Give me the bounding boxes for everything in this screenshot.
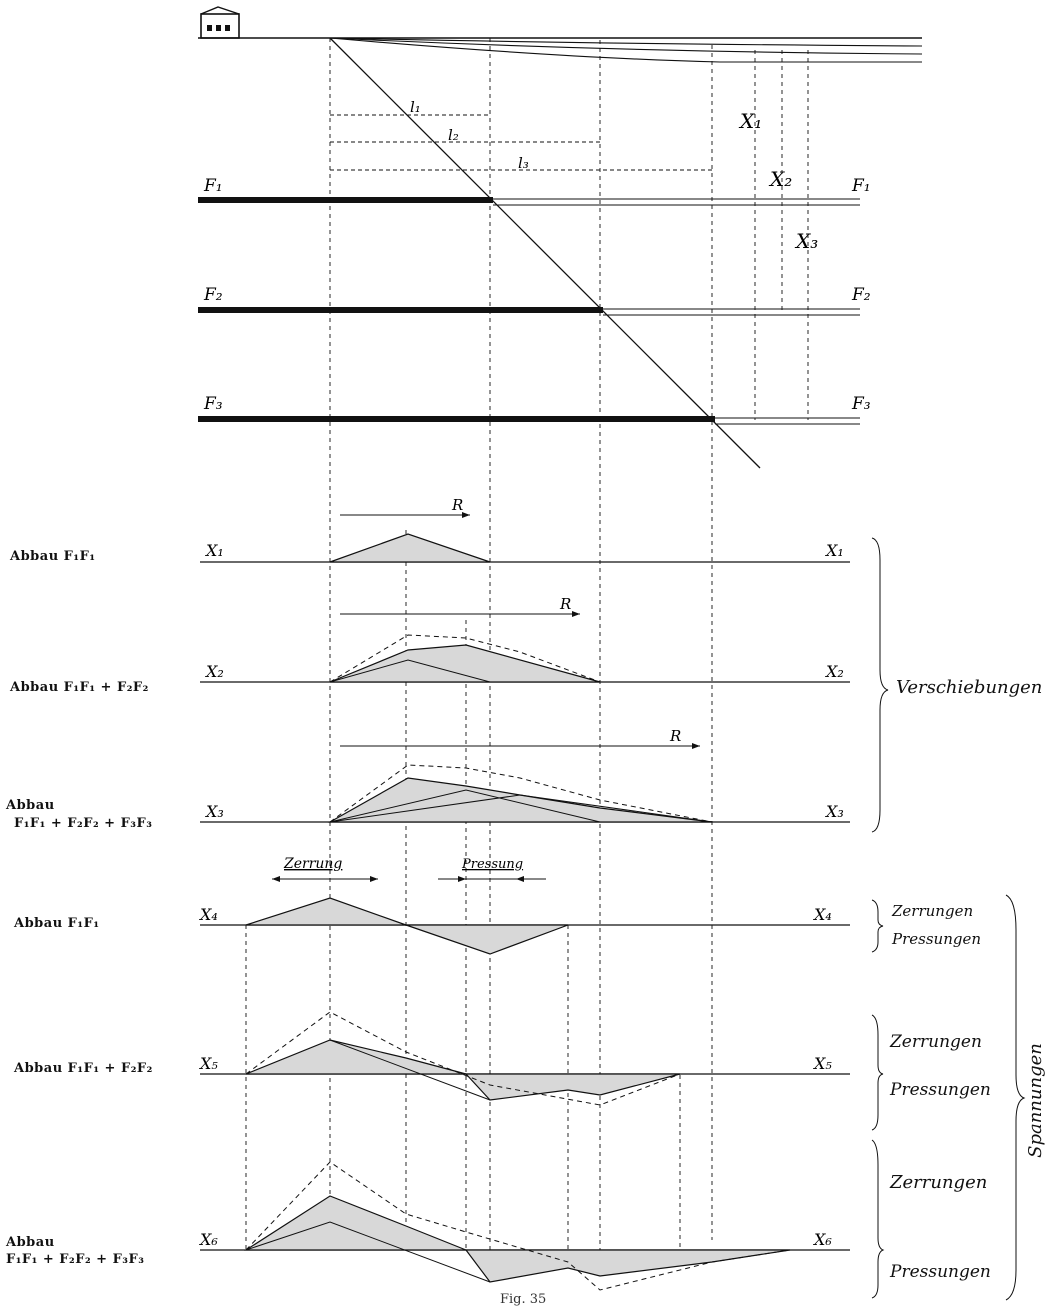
stress-diagram-6-compression [464,1249,791,1283]
axis-label-x2-right: X₂ [824,662,844,681]
stress-diagram-5-tension [245,1039,467,1075]
seam-f1 [198,197,860,206]
axis-label-x5-left: X₅ [198,1054,218,1073]
axis-label-x1-left: X₁ [204,541,224,560]
shift-diagram-2 [329,644,601,683]
building-icon [200,6,240,39]
dim-label-x1: X₁ [738,109,762,133]
axis-label-x3-left: X₃ [204,802,224,821]
pressungen-label-6: Pressungen [890,1262,991,1282]
row-label-6a: Abbau [6,1235,55,1250]
dim-label-x2: X₂ [768,167,792,191]
stress-diagram-4-compression [405,924,569,955]
dimension-lines [330,114,712,171]
pressungen-label-4: Pressungen [892,930,981,948]
shift-brace [871,537,889,833]
figure-caption: Fig. 35 [500,1292,547,1307]
stress-diagram-6-tension [243,1195,467,1251]
shift-diagram-3 [327,777,713,823]
seam-label-f3-left: F₃ [203,394,223,414]
dim-label-l3: l₃ [518,154,529,172]
pressung-label: Pressung [461,857,523,872]
brace-4 [871,899,884,953]
shift-diagram-1 [329,533,491,563]
r-label-3: R [669,727,681,745]
dim-label-l1: l₁ [410,98,421,116]
row-label-2: Abbau F₁F₁ + F₂F₂ [10,680,149,695]
row-label-3b: F₁F₁ + F₂F₂ + F₃F₃ [14,816,153,831]
spannungen-label: Spannungen [1024,1043,1046,1158]
zerrungen-label-4: Zerrungen [892,902,974,920]
stress-brace [1005,894,1026,1301]
seam-label-f1-right: F₁ [851,176,871,196]
zerrungen-label-6: Zerrungen [890,1172,988,1193]
axis-label-x2-left: X₂ [204,662,224,681]
axis-label-x4-left: X₄ [198,905,218,924]
surface-lines [198,37,923,469]
brace-5 [871,1014,884,1131]
axis-label-x1-right: X₁ [824,541,844,560]
row-label-4: Abbau F₁F₁ [14,916,100,931]
axis-label-x5-right: X₅ [812,1054,832,1073]
row-label-3a: Abbau [6,798,55,813]
stress-diagram-6-dashed [245,1161,791,1291]
row-label-6b: F₁F₁ + F₂F₂ + F₃F₃ [6,1252,145,1267]
shift-diagram-3-dashed [329,764,713,823]
axis-label-x6-right: X₆ [812,1230,832,1249]
seam-label-f3-right: F₃ [851,394,871,414]
axis-label-x4-right: X₄ [812,905,832,924]
seam-label-f2-right: F₂ [851,285,871,305]
axis-label-x6-left: X₆ [198,1230,218,1249]
dim-label-l2: l₂ [448,126,459,144]
verschiebungen-label: Verschiebungen [896,677,1043,698]
seam-label-f1-left: F₁ [203,176,223,196]
row-label-5: Abbau F₁F₁ + F₂F₂ [14,1061,153,1076]
zerrung-label: Zerrung [283,856,342,872]
stress-diagram-5-compression [464,1073,681,1101]
seam-label-f2-left: F₂ [203,285,223,305]
seam-f3 [198,416,860,425]
pressungen-label-5: Pressungen [890,1080,991,1100]
r-label-1: R [451,496,463,514]
zerrungen-label-5: Zerrungen [890,1032,982,1052]
stress-diagram-4-tension [245,897,407,926]
dim-label-x3: X₃ [794,229,818,253]
seam-f2 [198,307,860,316]
row-label-1: Abbau F₁F₁ [10,549,96,564]
stress-diagram-5-dashed [245,1011,681,1106]
axis-label-x3-right: X₃ [824,802,844,821]
r-label-2: R [559,595,571,613]
brace-6 [871,1139,885,1299]
